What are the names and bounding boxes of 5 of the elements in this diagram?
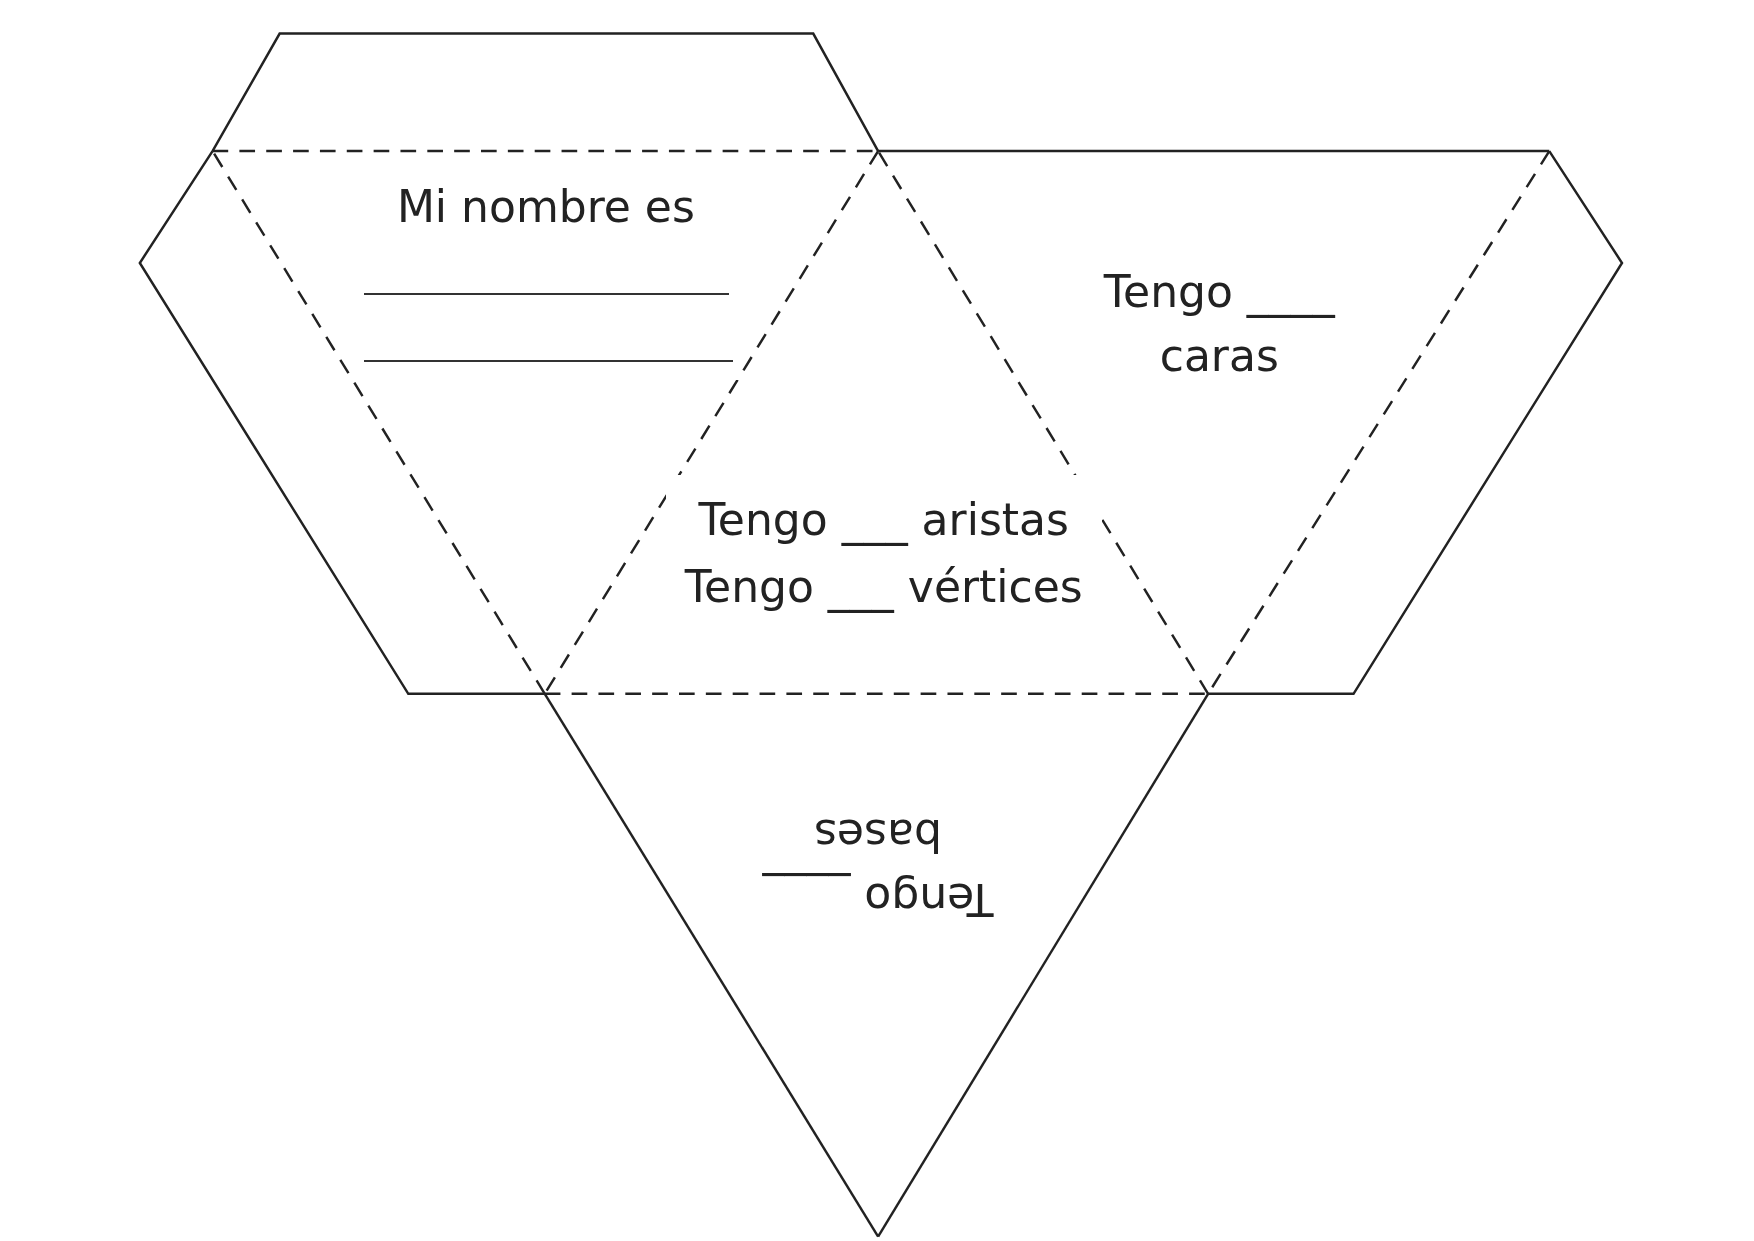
face-text: Mi nombre es	[396, 180, 695, 234]
face-text: Tengo ____ caras	[1102, 265, 1337, 384]
face-text: Tengo ___ vértices	[684, 560, 1083, 615]
face-text: Tengo ___ aristas	[698, 493, 1069, 548]
face-text: Tengo ____ bases	[761, 808, 995, 927]
